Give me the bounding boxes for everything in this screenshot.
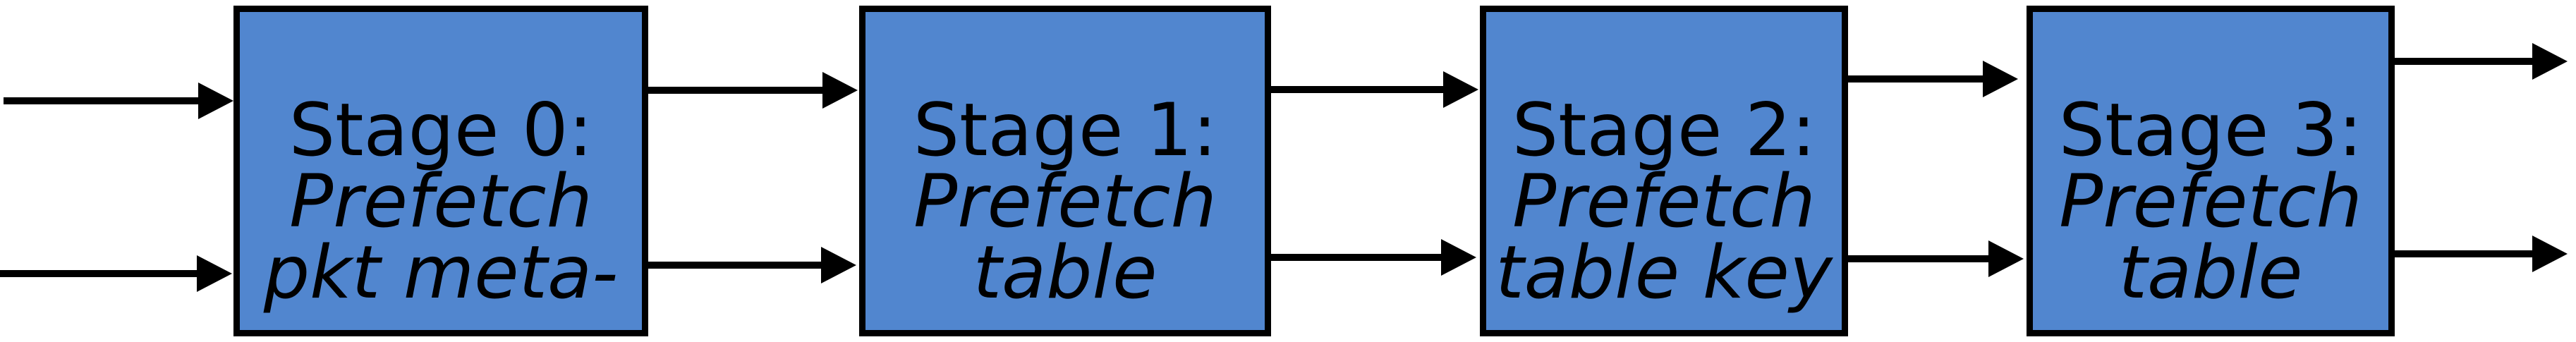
arrow-out-stage3-top: [2395, 43, 2568, 80]
arrowhead-icon: [1443, 71, 1478, 108]
stage2-box: Stage 2: Prefetch table key: [1480, 6, 1848, 336]
arrowhead-icon: [197, 255, 232, 292]
arrow-stage0-to-stage1-bottom: [648, 247, 856, 283]
stage0-title: Stage 0:: [288, 88, 593, 173]
stage3-title: Stage 3:: [2058, 88, 2363, 173]
arrow-into-stage0-bottom: [0, 255, 232, 292]
stage1-detail-line2: table: [973, 231, 1158, 315]
stage2-detail-line2: table key: [1495, 231, 1833, 315]
stage3-detail-line2: table: [2118, 231, 2303, 315]
stage0-detail-line2: pkt meta-: [263, 231, 619, 315]
arrow-stage1-to-stage2-top: [1271, 71, 1478, 108]
arrow-stage0-to-stage1-top: [648, 72, 858, 109]
arrowhead-icon: [1441, 239, 1476, 276]
stage0-detail-line1: Prefetch: [289, 159, 593, 244]
stage1-detail-line1: Prefetch: [913, 159, 1217, 244]
arrow-stage2-to-stage3-top: [1848, 61, 2018, 97]
arrowhead-icon: [2532, 43, 2568, 80]
arrow-out-stage3-bottom: [2395, 236, 2568, 272]
arrowhead-icon: [2532, 236, 2568, 272]
stage3-detail-line1: Prefetch: [2059, 159, 2362, 244]
stage1-title: Stage 1:: [913, 88, 1217, 173]
arrowhead-icon: [1983, 61, 2018, 97]
arrow-into-stage0-top: [4, 83, 233, 119]
arrowhead-icon: [198, 83, 233, 119]
stage0-box: Stage 0: Prefetch pkt meta-: [233, 6, 648, 336]
arrowhead-icon: [1988, 240, 2024, 277]
stage2-title: Stage 2:: [1512, 88, 1816, 173]
arrowhead-icon: [821, 247, 856, 283]
stage2-detail-line1: Prefetch: [1512, 159, 1816, 244]
arrow-stage2-to-stage3-bottom: [1848, 240, 2024, 277]
arrow-stage1-to-stage2-bottom: [1271, 239, 1476, 276]
arrowhead-icon: [822, 72, 858, 109]
stage1-box: Stage 1: Prefetch table: [859, 6, 1271, 336]
stage3-box: Stage 3: Prefetch table: [2027, 6, 2395, 336]
